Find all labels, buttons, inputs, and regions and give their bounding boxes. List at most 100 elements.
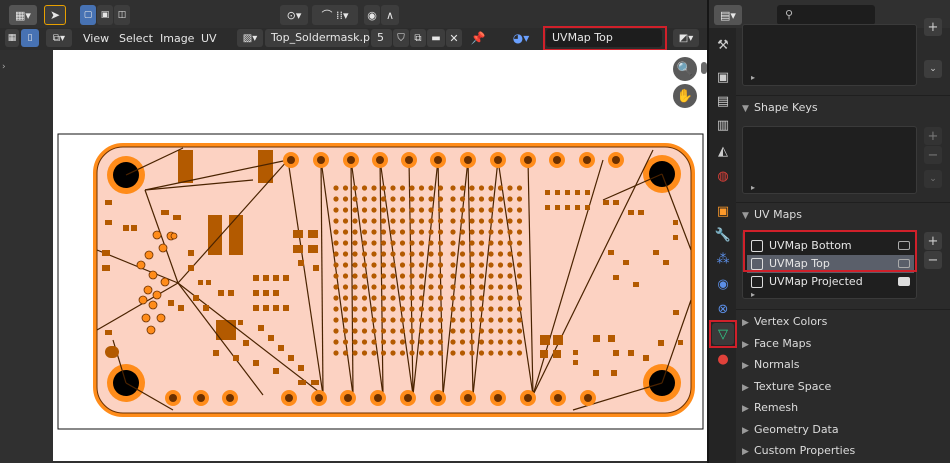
tab-output[interactable]: ▤ xyxy=(712,90,734,112)
panel-texture-space[interactable]: ▶ Texture Space xyxy=(736,377,950,397)
via-dot xyxy=(469,317,475,323)
uv-sync-button[interactable]: ▯ xyxy=(21,29,39,47)
constraint-icon: ⊗ xyxy=(717,301,729,317)
via-dot xyxy=(488,185,494,191)
menu-select[interactable]: Select xyxy=(119,32,153,45)
via-dot xyxy=(361,196,368,202)
sticky-select-dropdown[interactable]: ⧉▾ xyxy=(46,29,72,47)
expand-toolbar-arrow-icon[interactable]: › xyxy=(2,62,6,72)
via-dot xyxy=(469,262,475,268)
via-dot xyxy=(437,350,444,356)
object-data-dropdown[interactable]: ◕▾ xyxy=(505,29,537,47)
panel-vertex-colors[interactable]: ▶Vertex Colors xyxy=(736,312,950,332)
fake-user-button[interactable]: ⛉ xyxy=(393,29,409,47)
camera-icon[interactable] xyxy=(898,259,910,268)
tab-material[interactable]: ● xyxy=(712,348,734,370)
chevron-right-icon: ▶ xyxy=(742,383,749,393)
uv-canvas[interactable] xyxy=(53,50,707,461)
list-expand-icon[interactable]: ▸ xyxy=(751,73,756,82)
panel-normals[interactable]: ▶Normals xyxy=(736,355,950,375)
falloff-dropdown[interactable]: ∧ xyxy=(381,5,399,25)
shape-key-menu-button[interactable]: ⌄ xyxy=(924,170,942,188)
zoom-view-button[interactable]: 🔍 xyxy=(673,57,697,81)
open-image-button[interactable]: ▬ xyxy=(427,29,445,47)
shape-key-add-button[interactable]: + xyxy=(924,127,942,145)
tab-constraints[interactable]: ⊗ xyxy=(712,298,734,320)
canvas-scrollbar[interactable] xyxy=(701,62,707,74)
panel-shape-keys[interactable]: ▼Shape Keys xyxy=(736,98,950,118)
pivot-point-dropdown[interactable]: ⊙▾ xyxy=(280,5,308,25)
via-dot xyxy=(497,306,504,312)
via-dot xyxy=(428,251,434,257)
via-dot xyxy=(418,251,425,257)
via-dot xyxy=(418,185,425,191)
list-expand-icon[interactable]: ▸ xyxy=(751,290,756,299)
tab-particles[interactable]: ⁂ xyxy=(712,248,734,270)
shape-key-remove-button[interactable]: − xyxy=(924,146,942,164)
vertex-groups-list[interactable]: ▸ xyxy=(742,24,917,86)
uv-map-add-button[interactable]: + xyxy=(924,232,942,250)
unlink-image-button[interactable]: ✕ xyxy=(446,29,462,47)
panel-title: Face Maps xyxy=(754,337,812,350)
tab-object[interactable]: ▣ xyxy=(712,200,734,222)
list-expand-icon[interactable]: ▸ xyxy=(751,183,756,192)
select-mode-subtract-button[interactable]: ◫ xyxy=(114,5,130,25)
via-dot xyxy=(409,339,415,345)
tab-view-layer[interactable]: ▥ xyxy=(712,114,734,136)
panel-title: Texture Space xyxy=(754,380,832,393)
uv-map-item-active[interactable]: UVMap Top xyxy=(747,255,914,273)
panel-title: UV Maps xyxy=(754,208,803,221)
pan-view-button[interactable]: ✋ xyxy=(673,84,697,108)
vertex-group-add-button[interactable]: + xyxy=(924,18,942,36)
via-dot xyxy=(450,284,456,290)
panel-uv-maps[interactable]: ▼UV Maps xyxy=(736,205,950,225)
pin-button[interactable]: 📌 xyxy=(469,29,487,47)
image-users-count[interactable]: 5 xyxy=(371,29,392,47)
select-mode-extend-button[interactable]: ▣ xyxy=(97,5,113,25)
tab-scene[interactable]: ◭ xyxy=(712,140,734,162)
menu-uv[interactable]: UV xyxy=(201,32,217,45)
shape-keys-list[interactable]: ▸ xyxy=(742,126,917,194)
menu-view[interactable]: View xyxy=(83,32,110,45)
panel-remesh[interactable]: ▶Remesh xyxy=(736,398,950,418)
properties-search-input[interactable]: ⚲ xyxy=(777,5,875,25)
panel-custom-properties[interactable]: ▶Custom Properties xyxy=(736,441,950,461)
snap-dropdown[interactable]: ⌒ ⁞⁞▾ xyxy=(312,5,358,25)
tab-world[interactable]: ◍ xyxy=(712,165,734,187)
select-mode-new-button[interactable]: ▢ xyxy=(80,5,96,25)
browse-image-dropdown[interactable]: ▨▾ xyxy=(237,29,263,47)
tab-tool[interactable]: ⚒ xyxy=(712,34,734,56)
via-dot xyxy=(380,284,387,290)
properties-editor-type-button[interactable]: ▤▾ xyxy=(714,5,742,25)
via-dot xyxy=(361,229,368,235)
select-tool-button[interactable]: ➤ xyxy=(44,5,66,25)
image-name-field[interactable]: Top_Soldermask.png xyxy=(265,29,384,47)
vertex-group-menu-button[interactable]: ⌄ xyxy=(924,60,942,78)
uv-maps-list[interactable]: UVMap Bottom UVMap Top UVMap Projected ▸ xyxy=(742,231,917,299)
proportional-edit-toggle[interactable]: ◉ xyxy=(364,5,380,25)
uv-map-item[interactable]: UVMap Projected xyxy=(747,273,914,291)
panel-face-maps[interactable]: ▶Face Maps xyxy=(736,334,950,354)
via-dot xyxy=(478,328,485,334)
panel-geometry-data[interactable]: ▶Geometry Data xyxy=(736,420,950,440)
menu-image[interactable]: Image xyxy=(160,32,195,45)
via-dot xyxy=(437,251,444,257)
tab-modifiers[interactable]: 🔧 xyxy=(712,224,734,246)
area-splitter[interactable] xyxy=(707,0,709,463)
via-dot xyxy=(488,207,494,213)
tab-render[interactable]: ▣ xyxy=(712,66,734,88)
tab-object-data[interactable]: ▽ xyxy=(712,323,734,345)
uv-map-item[interactable]: UVMap Bottom xyxy=(747,237,914,255)
via-dot xyxy=(380,229,387,235)
view-mode-button[interactable]: ▦ xyxy=(5,29,19,47)
tab-physics[interactable]: ◉ xyxy=(712,273,734,295)
display-mode-dropdown[interactable]: ◩▾ xyxy=(673,29,699,47)
camera-icon[interactable] xyxy=(898,277,910,286)
board-inner-edge xyxy=(96,146,692,414)
via-dot xyxy=(380,185,387,191)
uv-map-selector[interactable]: UVMap Top xyxy=(546,29,662,47)
new-image-button[interactable]: ⧉ xyxy=(410,29,426,47)
camera-icon[interactable] xyxy=(898,241,910,250)
uv-map-remove-button[interactable]: − xyxy=(924,251,942,269)
editor-type-button[interactable]: ▦▾ xyxy=(9,5,37,25)
